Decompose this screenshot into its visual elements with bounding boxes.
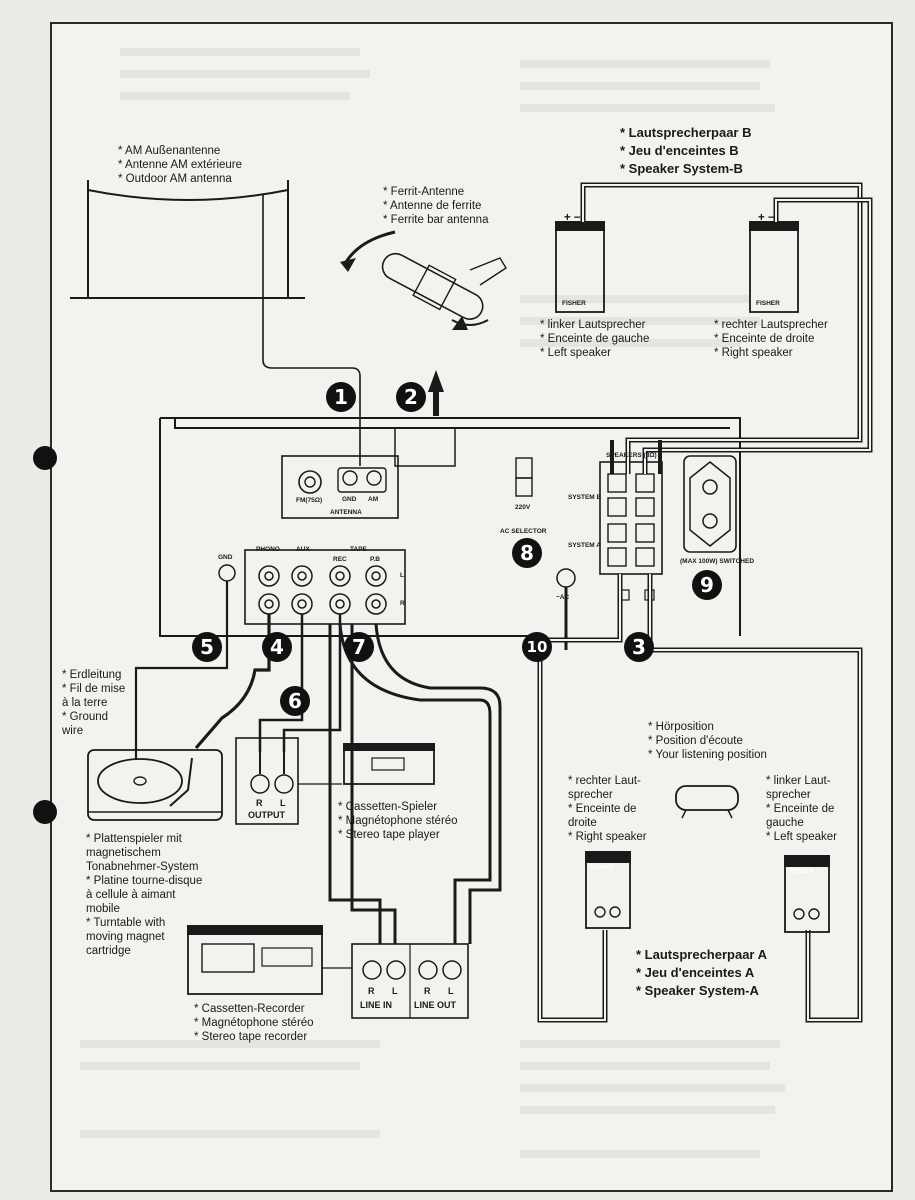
tape-label: TAPE	[350, 546, 367, 553]
step-marker-3: 3	[624, 632, 654, 662]
step-marker-6: 6	[280, 686, 310, 716]
step-marker-8: 8	[512, 538, 542, 568]
speaker-system-b-label: * Lautsprecherpaar B* Jeu d'enceintes B*…	[620, 125, 752, 176]
ferrite-antenna-label: * Ferrit-Antenne* Antenne de ferrite* Fe…	[383, 186, 489, 226]
right-speaker-top-label: * rechter Lautsprecher* Enceinte de droi…	[714, 319, 828, 359]
line-in-label: LINE IN	[360, 1000, 393, 1010]
ac-cord-label: ~AC	[556, 594, 570, 601]
antenna-panel-label: ANTENNA	[330, 509, 362, 516]
speaker-system-a-label: * Lautsprecherpaar A* Jeu d'enceintes A*…	[636, 947, 768, 998]
binder-hole-bottom	[33, 800, 57, 824]
step-marker-1: 1	[326, 382, 356, 412]
binder-hole-top	[33, 446, 57, 470]
phono-label: PHONO	[256, 546, 280, 553]
channel-r-label: R	[400, 600, 405, 607]
line-in-l-label: L	[392, 986, 398, 996]
fm-terminal-label: FM(75Ω)	[296, 497, 323, 504]
speaker-brand-b-right: FISHER	[756, 300, 780, 307]
output-label: OUTPUT	[248, 810, 285, 820]
line-out-label: LINE OUT	[414, 1000, 456, 1010]
channel-l-label: L	[400, 572, 404, 579]
polarity-b-left: + −	[564, 212, 581, 224]
step-marker-4: 4	[262, 632, 292, 662]
pb-label: P.B	[370, 556, 380, 563]
tape-recorder-label: * Cassetten-Recorder* Magnétophone stéré…	[194, 1003, 314, 1043]
left-speaker-bottom-label: * linker Laut- sprecher* Enceinte de gau…	[766, 775, 837, 843]
voltage-label: 220V	[515, 504, 531, 511]
am-antenna-label: * AM Außenantenne* Antenne AM extérieure…	[118, 145, 243, 185]
left-speaker-top-label: * linker Lautsprecher* Enceinte de gauch…	[540, 319, 650, 359]
polarity-b-right: + −	[758, 212, 775, 224]
ground-terminal-label: GND	[218, 554, 233, 561]
line-out-l-label: L	[448, 986, 454, 996]
step-marker-5: 5	[192, 632, 222, 662]
step-marker-7: 7	[344, 632, 374, 662]
speaker-brand-a-right: FISHER	[590, 864, 614, 871]
tape-player-label: * Cassetten-Spieler* Magnétophone stéréo…	[338, 801, 458, 841]
step-marker-9: 9	[692, 570, 722, 600]
system-a-label: SYSTEM A	[568, 542, 601, 549]
speakers-terminal-label: SPEAKERS (8Ω)	[606, 452, 657, 459]
rec-label: REC	[333, 556, 347, 563]
listening-position-label: * Hörposition* Position d'écoute* Your l…	[648, 721, 767, 761]
output-r-label: R	[256, 798, 263, 808]
line-in-r-label: R	[368, 986, 375, 996]
switched-outlet-label: (MAX 100W) SWITCHED	[680, 558, 755, 565]
ground-wire-label: * Erdleitung* Fil de mise à la terre* Gr…	[62, 669, 126, 737]
output-l-label: L	[280, 798, 286, 808]
speaker-brand-b-left: FISHER	[562, 300, 586, 307]
system-b-label: SYSTEM B	[568, 494, 602, 501]
aux-label: AUX	[296, 546, 310, 553]
ac-selector-label: AC SELECTOR	[500, 528, 547, 535]
step-marker-2: 2	[396, 382, 426, 412]
speaker-brand-a-left: FISHER	[790, 868, 814, 875]
step-marker-10: 10	[522, 632, 552, 662]
line-out-r-label: R	[424, 986, 431, 996]
right-speaker-bottom-label: * rechter Laut- sprecher* Enceinte de dr…	[568, 775, 647, 843]
diagram-frame	[50, 22, 893, 1192]
am-terminal-label: AM	[368, 496, 379, 503]
turntable-label: * Plattenspieler mit magnetischem Tonabn…	[86, 833, 203, 957]
gnd-terminal-label: GND	[342, 496, 357, 503]
